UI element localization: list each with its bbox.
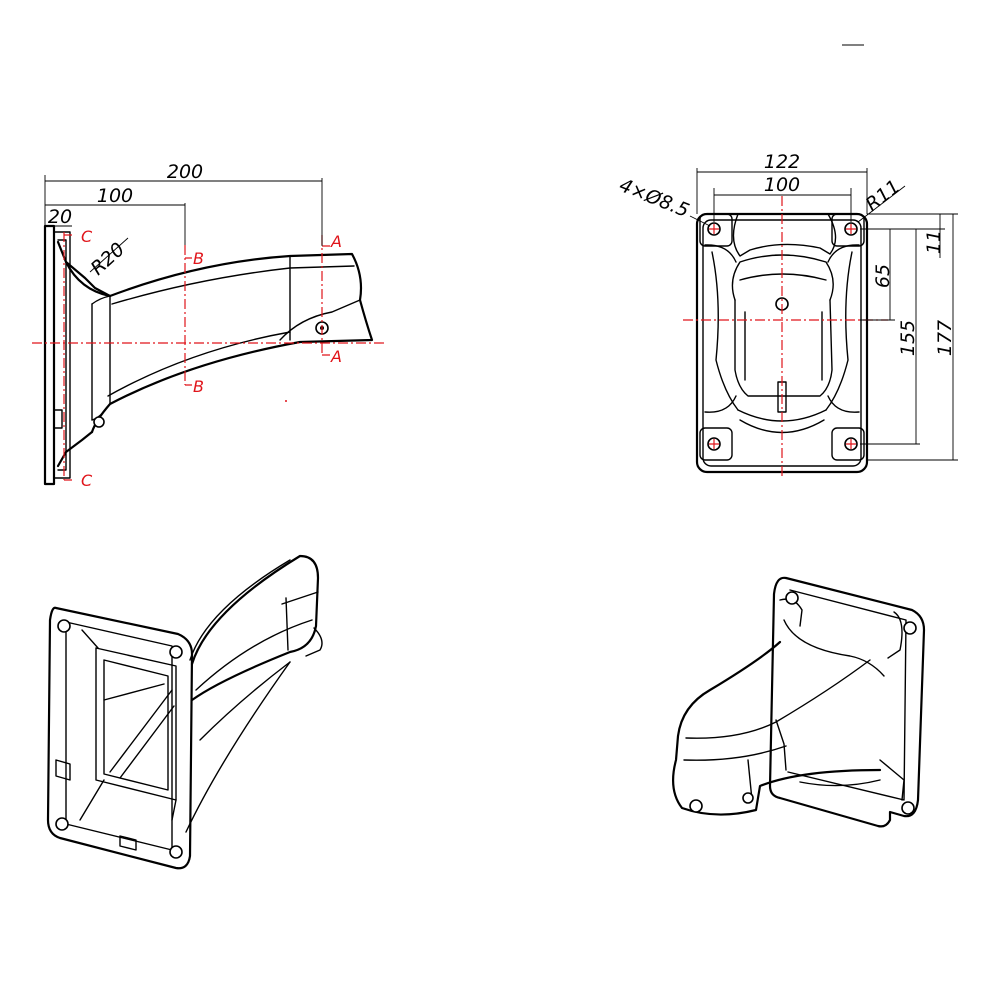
front-view-centerlines bbox=[683, 196, 888, 478]
isometric-view-front bbox=[671, 576, 926, 828]
front-view-dim-11: 11 bbox=[923, 230, 945, 254]
section-mark-b-top: B bbox=[193, 249, 204, 268]
side-view: 200 100 20 R20 A A B B C C bbox=[32, 161, 384, 490]
side-view-lower-hole-icon bbox=[93, 416, 105, 428]
front-view-radius-r11: R11 bbox=[862, 176, 905, 216]
iso-front-hole-icon bbox=[903, 621, 917, 635]
front-view: 122 100 4×Ø8.5 R11 11 65 155 177 bbox=[616, 44, 958, 478]
side-view-section-lines bbox=[32, 232, 384, 481]
section-mark-a-bottom: A bbox=[330, 347, 342, 366]
section-mark-a-top: A bbox=[330, 232, 342, 251]
iso-front-hole-icon bbox=[785, 591, 799, 605]
front-view-dim-122: 122 bbox=[764, 151, 800, 173]
side-view-dim-100: 100 bbox=[97, 185, 133, 207]
front-view-dim-65: 65 bbox=[872, 264, 894, 288]
iso-front-hole-icon bbox=[901, 801, 915, 815]
iso-rear-hole-icon bbox=[55, 817, 69, 831]
iso-front-hole-icon bbox=[742, 792, 754, 804]
iso-rear-hole-icon bbox=[169, 645, 183, 659]
iso-rear-hole-icon bbox=[169, 845, 183, 859]
iso-front-hole-icon bbox=[689, 799, 703, 813]
side-view-dim-20: 20 bbox=[48, 206, 72, 228]
front-view-dim-155: 155 bbox=[897, 320, 919, 356]
side-view-radius-r20: R20 bbox=[87, 238, 130, 279]
side-view-dimension-lines bbox=[44, 175, 323, 273]
iso-rear-hole-icon bbox=[57, 619, 71, 633]
section-mark-b-bottom: B bbox=[193, 377, 204, 396]
front-view-dim-100: 100 bbox=[764, 174, 800, 196]
front-view-hole-callout: 4×Ø8.5 bbox=[616, 174, 692, 222]
side-view-arm bbox=[64, 252, 374, 434]
section-mark-c-top: C bbox=[81, 227, 93, 246]
front-view-dim-177: 177 bbox=[934, 320, 956, 356]
front-view-dimension-lines bbox=[689, 44, 958, 461]
side-view-dim-200: 200 bbox=[167, 161, 203, 183]
section-mark-c-bottom: C bbox=[81, 471, 93, 490]
isometric-view-rear bbox=[46, 554, 323, 870]
